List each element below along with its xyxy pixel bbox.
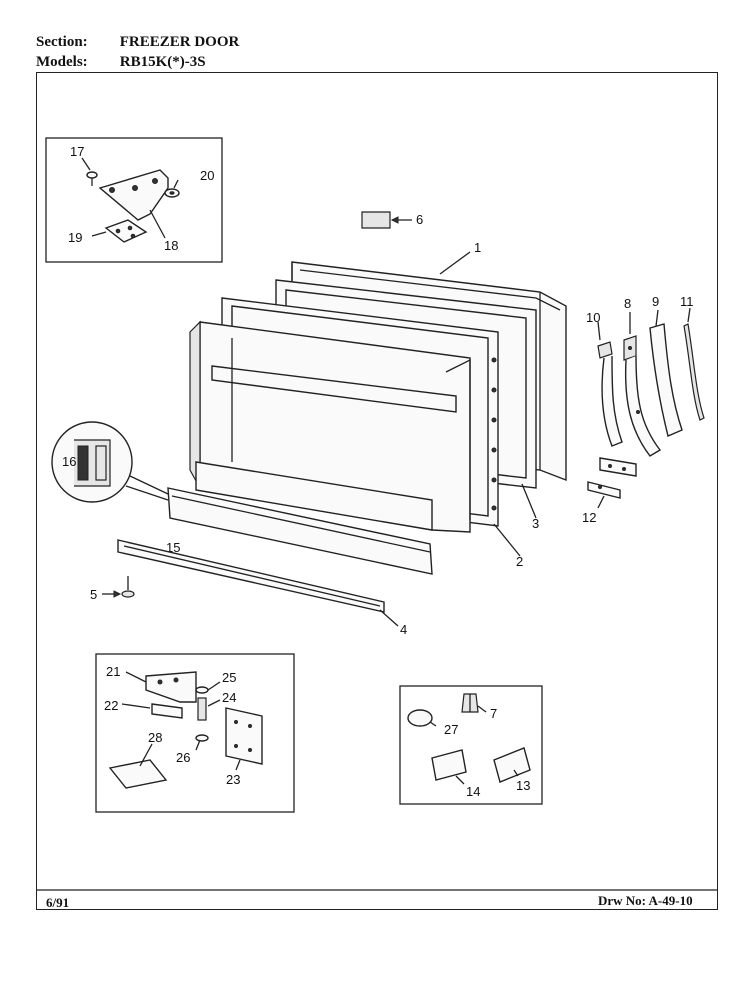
callout-17: 17 — [70, 144, 84, 159]
hinge-bracket-21 — [145, 671, 197, 703]
callout-10: 10 — [586, 310, 600, 325]
bottom-trim-4 — [117, 539, 385, 613]
hinge-pin-24 — [197, 697, 207, 721]
callout-3: 3 — [532, 516, 539, 531]
callout-28: 28 — [148, 730, 162, 745]
callout-12: 12 — [582, 510, 596, 525]
callout-18: 18 — [164, 238, 178, 253]
callout-8: 8 — [624, 296, 631, 311]
inset-box-bottom-left — [95, 653, 295, 813]
hinge-pin-17 — [86, 171, 98, 186]
bracket-28 — [108, 759, 168, 789]
callout-13: 13 — [516, 778, 530, 793]
callout-16: 16 — [62, 454, 76, 469]
models-label: Models: — [36, 54, 88, 70]
detail-circle-16 — [51, 421, 133, 503]
callout-26: 26 — [176, 750, 190, 765]
callout-2: 2 — [516, 554, 523, 569]
callout-15: 15 — [166, 540, 180, 555]
callout-19: 19 — [68, 230, 82, 245]
handle-part-9 — [649, 323, 683, 437]
washer-20 — [164, 188, 180, 198]
hinge-plate-12 — [587, 457, 637, 499]
callout-24: 24 — [222, 690, 236, 705]
handle-part-11 — [683, 323, 705, 421]
hinge-bracket-18 — [98, 169, 169, 221]
callout-11: 11 — [680, 294, 694, 309]
section-row: Section: FREEZER DOOR — [36, 34, 239, 51]
callout-1: 1 — [474, 240, 481, 255]
models-value: RB15K(*)-3S — [119, 54, 206, 70]
clip-7 — [461, 693, 479, 713]
shelf-rail-15 — [167, 487, 433, 575]
callout-20: 20 — [200, 168, 214, 183]
inner-door-liner — [189, 320, 471, 533]
callout-5: 5 — [90, 587, 97, 602]
section-value: FREEZER DOOR — [119, 34, 240, 50]
footer-drawing-number: Drw No: A-49-10 — [598, 893, 693, 908]
callout-25: 25 — [222, 670, 236, 685]
handle-part-10 — [597, 341, 623, 447]
shim-19 — [104, 219, 148, 243]
inset-box-bottom-right — [399, 685, 543, 805]
callout-27: 27 — [444, 722, 458, 737]
washer-25 — [195, 686, 209, 694]
plug-27 — [407, 709, 433, 727]
callout-7: 7 — [490, 706, 497, 721]
handle-cap-14 — [431, 749, 467, 781]
callout-6: 6 — [416, 212, 423, 227]
screw-5 — [121, 576, 135, 598]
callout-23: 23 — [226, 772, 240, 787]
handle-part-8 — [623, 335, 662, 457]
callout-21: 21 — [106, 664, 120, 679]
washer-26 — [195, 734, 209, 742]
hinge-plate-23 — [225, 707, 263, 765]
callout-22: 22 — [104, 698, 118, 713]
callout-9: 9 — [652, 294, 659, 309]
label-plate-6 — [361, 211, 391, 229]
callout-14: 14 — [466, 784, 480, 799]
handle-cap-13 — [493, 747, 531, 783]
callout-4: 4 — [400, 622, 407, 637]
diagram-frame — [36, 72, 718, 910]
inset-box-top-left — [45, 137, 223, 263]
shim-22 — [151, 703, 183, 719]
section-label: Section: — [36, 34, 88, 50]
models-row: Models: RB15K(*)-3S — [36, 54, 206, 71]
footer-date: 6/91 — [46, 895, 70, 910]
